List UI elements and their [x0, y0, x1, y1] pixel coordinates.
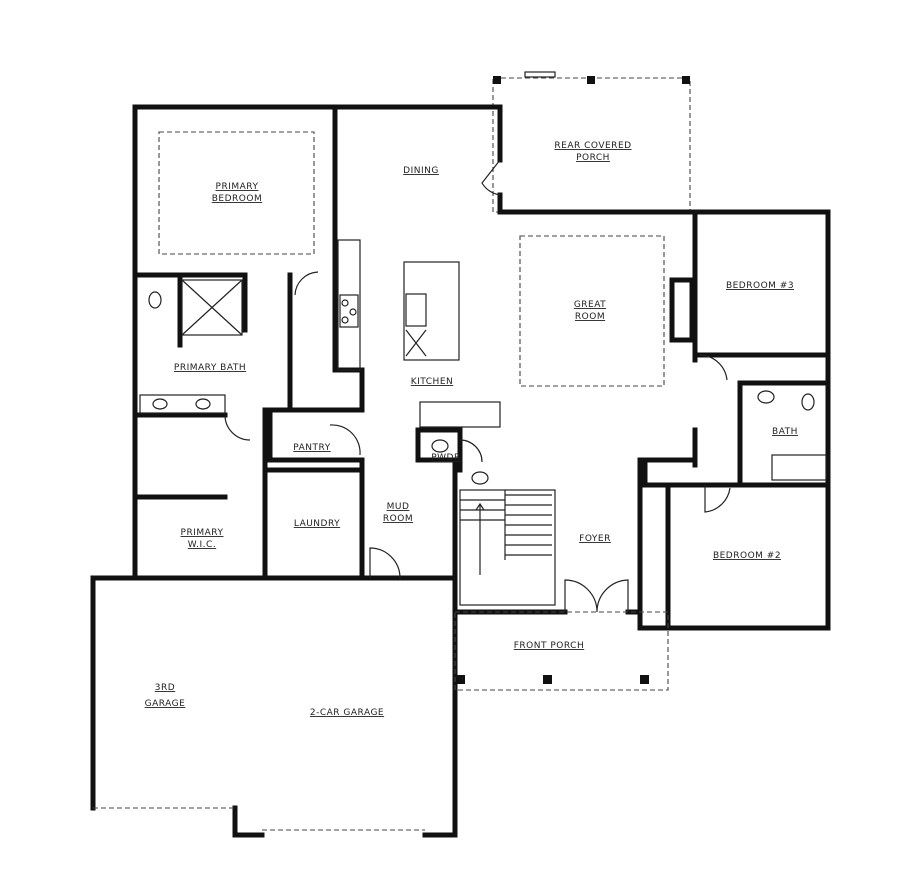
label-rear-covered-porch: REAR COVERED [554, 141, 631, 151]
garage-doors [93, 807, 425, 831]
doors [224, 159, 731, 613]
label-kitchen: KITCHEN [411, 377, 454, 387]
room-labels: PRIMARY BEDROOM DINING REAR COVERED PORC… [145, 141, 798, 718]
label-laundry: LAUNDRY [294, 519, 340, 529]
label-great-room: ROOM [575, 312, 605, 322]
label-mud-room: ROOM [383, 514, 413, 524]
kitchen-island [403, 261, 460, 361]
label-rear-covered-porch: PORCH [576, 153, 610, 163]
rear-covered-porch [492, 71, 691, 213]
label-bedroom-3: BEDROOM #3 [726, 281, 794, 291]
label-3rd-garage: 3RD [155, 683, 175, 693]
label-primary-bedroom: BEDROOM [212, 194, 262, 204]
bedroom-tray-ceiling [158, 131, 315, 255]
label-pantry: PANTRY [293, 443, 330, 453]
label-great-room: GREAT [574, 300, 606, 310]
label-2-car-garage: 2-CAR GARAGE [310, 708, 384, 718]
label-primary-bedroom: PRIMARY [216, 182, 259, 192]
label-dining: DINING [403, 166, 439, 176]
label-foyer: FOYER [579, 534, 611, 544]
label-primary-wic: W.I.C. [188, 540, 216, 550]
label-front-porch: FRONT PORCH [514, 641, 584, 651]
label-3rd-garage: GARAGE [145, 699, 186, 709]
label-bedroom-2: BEDROOM #2 [713, 551, 781, 561]
label-bath: BATH [772, 427, 798, 437]
label-primary-bath: PRIMARY BATH [174, 363, 246, 373]
kitchen-counter [337, 239, 501, 428]
label-powder: PWDR [431, 453, 461, 463]
front-porch-posts [456, 675, 649, 684]
front-porch-outline [454, 611, 669, 691]
great-room-tray-ceiling [519, 235, 665, 387]
label-mud-room: MUD [387, 502, 410, 512]
stairs [459, 489, 556, 606]
label-primary-wic: PRIMARY [181, 528, 224, 538]
bath-fixtures [139, 279, 827, 485]
